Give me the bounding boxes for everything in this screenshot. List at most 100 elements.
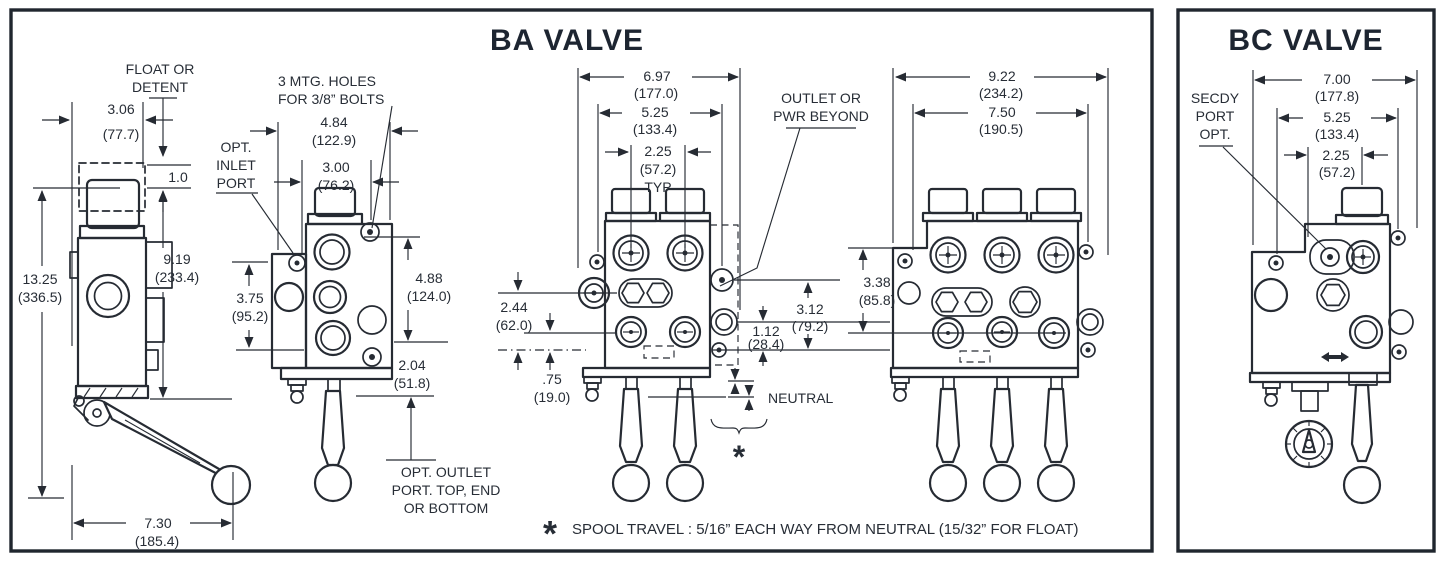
relief-plug [287,378,307,404]
spool-lever [1036,376,1076,503]
float-label-line2: DETENT [132,79,188,95]
secdy-label-1: SECDY [1191,90,1240,106]
overall-height-in: 13.25 [22,271,57,287]
lever-ball [313,463,353,503]
spool-lever [982,376,1022,503]
spool-cap [313,186,357,218]
body-height-in: 4.88 [415,270,442,286]
lever-ball [665,463,705,503]
outlet-label-3: OR BOTTOM [404,500,489,516]
bolt-span-in: 3.00 [322,159,349,175]
right-height-in: 3.12 [796,301,823,317]
outlet-offset-in: 1.12 [752,323,779,339]
dim-bolt-span: 5.25 (133.4) [1276,108,1399,254]
neutral-callout: NEUTRAL * [648,368,834,475]
outlet-height-in: 2.04 [398,357,425,373]
right-height-mm: (79.2) [792,318,829,334]
base-offset-in: .75 [542,371,562,387]
bc-panel: BC VALVE [1176,8,1436,553]
dim-port-height: 2.44 (62.0) [496,272,617,370]
mounting-hole [1268,255,1284,271]
dim-outlet-height: 2.04 (51.8) [356,357,436,461]
dim-lever-reach: 7.30 (185.4) [71,465,234,549]
lever-ball [982,463,1022,503]
outlet-lobe [357,305,387,335]
port-height-mm: (62.0) [496,317,533,333]
spool-pitch-typ: TYP [644,179,671,195]
secdy-port [1309,239,1355,275]
dim-overall-width: 7.00 (177.8) [1252,70,1418,245]
inlet-port [273,281,305,313]
mtg-width-in: 4.84 [320,114,347,130]
dim-bolt-span: 5.25 (133.4) [597,104,723,266]
float-label-line1: FLOAT OR [126,61,195,77]
bolt-span-in: 5.25 [1323,109,1350,125]
outlet-ports-right [710,268,738,358]
dim-outlet-offset: 1.12 (28.4) [748,306,785,366]
dim-overall-width: 9.22 (234.2) [892,68,1109,255]
base-offset-mm: (19.0) [534,389,571,405]
ba-panel: BA VALVE [9,8,1154,554]
body-height-mm: (233.4) [155,269,199,285]
spool-travel-star: * [733,439,746,475]
ba-panel-border [9,8,1154,553]
bolt-span-in: 5.25 [641,104,668,120]
bolt-span-in: 7.50 [988,104,1015,120]
mtg-holes-label-1: 3 MTG. HOLES [278,73,376,89]
spool-cap [981,187,1023,215]
name-tag [643,345,675,359]
ba-footnote: * SPOOL TRAVEL : 5/16” EACH WAY FROM NEU… [543,513,1079,554]
width-mm: (77.7) [103,126,140,142]
lever-ball [611,463,651,503]
relief-plug [583,376,602,402]
inlet-label-3: PORT [217,175,256,191]
spool-lever [611,376,651,503]
overall-width-in: 6.97 [643,68,670,84]
overall-width-mm: (177.0) [634,85,678,101]
spool-lever [1342,372,1382,505]
spool-lever [665,376,705,503]
spool-lever [928,376,968,503]
work-ports [312,233,352,357]
mounting-hole [360,222,380,242]
lever-ball [928,463,968,503]
mounting-hole [1390,230,1406,246]
overall-width-in: 7.00 [1323,71,1350,87]
lever-ball [1342,465,1382,505]
name-tag [959,350,991,363]
outlet-offset-mm: (28.4) [748,336,785,352]
secdy-label-2: PORT [1196,108,1235,124]
ba-double-spool-view: 6.97 (177.0) 5.25 (133.4) 2.25 (57.2) TY… [496,68,890,503]
dim-spool-pitch: 2.25 (57.2) TYP [605,143,711,248]
dim-mtg-width: 4.84 (122.9) [250,114,418,250]
lever-ball [1036,463,1076,503]
dim-port-pitch: 2.25 (57.2) [1284,147,1388,237]
dim-overall-width: 6.97 (177.0) [577,68,741,310]
neutral-label: NEUTRAL [768,390,834,406]
overall-height-mm: (336.5) [18,289,62,305]
bolt-span-mm: (133.4) [1315,126,1359,142]
ba-side-view: FLOAT OR DETENT 1.0 3.06 (77.7) [18,61,252,549]
dim-float-detent: FLOAT OR DETENT 1.0 [126,61,195,212]
optional-outlet-block [709,224,739,366]
bc-panel-border [1176,8,1436,553]
top-ports [612,234,704,272]
outlet-ports-right [1076,244,1104,358]
dim-body-height: 9.19 (233.4) [150,191,232,400]
secdy-label: SECDY PORT OPT. [1191,90,1327,250]
body-height-in: 9.19 [163,251,190,267]
lever-reach-mm: (185.4) [135,533,179,549]
footnote-text: SPOOL TRAVEL : 5/16” EACH WAY FROM NEUTR… [572,521,1079,538]
body-height-mm: (124.0) [407,288,451,304]
work-port [1348,314,1384,350]
underbrace [710,418,768,435]
inlet-label-2: INLET [216,157,256,173]
outlet-ports-right [1388,309,1414,360]
inlet-port [1253,277,1289,313]
inlet-height-in: 3.75 [236,290,263,306]
port-height-mm: (85.8) [859,292,896,308]
inlet-label-1: OPT. [220,139,251,155]
outlet-label-1: OPT. OUTLET [401,464,492,480]
dim-inlet-height: 3.75 (95.2) [232,261,304,351]
